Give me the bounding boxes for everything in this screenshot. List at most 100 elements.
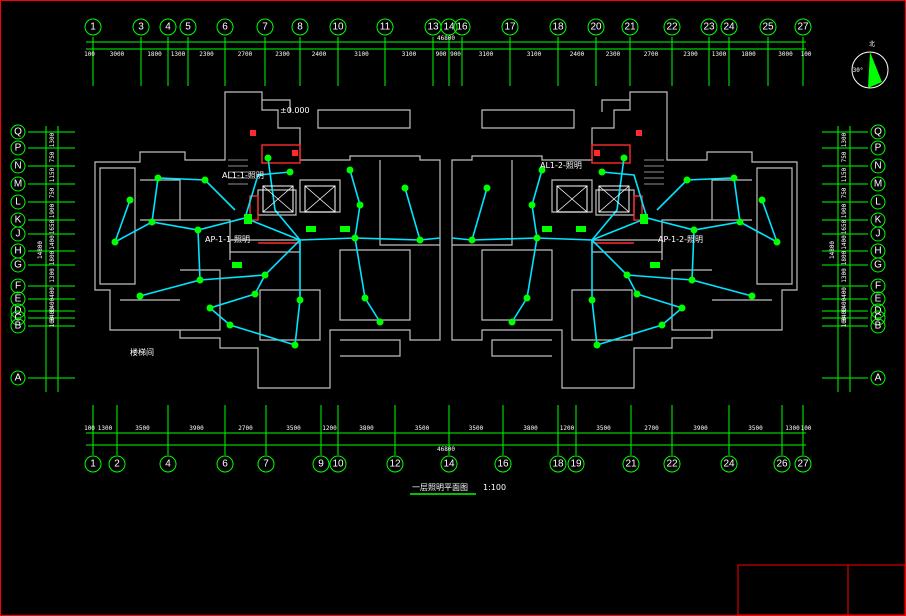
bottom-axis-label: 16 (497, 459, 509, 470)
right-axis-label: K (875, 215, 882, 226)
bottom-span-label: 1200 (560, 425, 575, 432)
total-dimension-top: 46800 (437, 35, 455, 42)
right-axis-label: G (874, 260, 882, 271)
north-angle: 30° (853, 67, 864, 74)
left-axis-label: N (14, 161, 21, 172)
top-axis-label: 10 (332, 22, 344, 33)
floor-plan-right-unit (451, 91, 798, 389)
stair-note: 楼梯间 (130, 347, 154, 357)
north-label: 北 (869, 40, 875, 48)
side-span-label: 1300 (49, 132, 56, 147)
top-span-label: 900 (450, 51, 461, 58)
bottom-dimension-line: 46800 (86, 432, 806, 453)
bottom-axis-label: 9 (318, 459, 324, 470)
right-axis-label: A (875, 373, 882, 384)
left-axis-label: P (15, 143, 22, 154)
panel-label-3: AP-1-1-照明 (205, 235, 250, 244)
bottom-axis-label: 12 (389, 459, 401, 470)
left-axis-label: J (16, 229, 21, 240)
top-axis-label: 27 (797, 22, 809, 33)
side-total-label: 14800 (829, 241, 836, 259)
top-span-label: 1800 (741, 51, 756, 58)
top-span-label: 2400 (312, 51, 327, 58)
side-span-label: 1400 (841, 235, 848, 250)
top-axis-label: 4 (165, 22, 171, 33)
side-span-label: 400 (841, 287, 848, 298)
top-span-label: 100 (801, 51, 812, 58)
right-axis-label: F (875, 281, 881, 292)
bottom-axis-label: 18 (552, 459, 564, 470)
side-span-label: 1900 (49, 203, 56, 218)
side-span-label: 750 (841, 151, 848, 162)
bottom-span-label: 2700 (238, 425, 253, 432)
bottom-span-label: 3500 (135, 425, 150, 432)
bottom-span-label: 100 (84, 425, 95, 432)
bottom-span-label: 1200 (322, 425, 337, 432)
side-span-label: 3400 (841, 307, 848, 322)
top-axis-label: 3 (138, 22, 144, 33)
level-label: ±0.000 (280, 106, 310, 115)
side-span-label: 1800 (49, 250, 56, 265)
right-axis-label: N (874, 161, 881, 172)
bottom-axis-label: 2 (114, 459, 120, 470)
right-axis-label: E (875, 294, 882, 305)
bottom-span-label: 3500 (596, 425, 611, 432)
side-span-label: 1900 (841, 203, 848, 218)
side-span-label: 1650 (49, 219, 56, 234)
side-span-label: 1150 (841, 167, 848, 182)
top-axis-label: 22 (666, 22, 678, 33)
bottom-axis-label: 10 (332, 459, 344, 470)
top-axis-label: 23 (703, 22, 715, 33)
drawing-title: 一层照明平面图 (412, 483, 468, 492)
right-axis-label: L (875, 197, 881, 208)
side-span-label: 750 (841, 187, 848, 198)
left-axis-label: E (15, 294, 22, 305)
bottom-axis-label: 21 (625, 459, 637, 470)
right-axis-label: B (875, 321, 882, 332)
bottom-span-label: 2700 (644, 425, 659, 432)
top-axis-label: 17 (504, 22, 516, 33)
left-axis-label: K (15, 215, 22, 226)
top-span-label: 3100 (527, 51, 542, 58)
top-span-label: 2300 (606, 51, 621, 58)
side-span-label: 1400 (841, 297, 848, 312)
top-axis-label: 20 (590, 22, 602, 33)
top-span-label: 1300 (712, 51, 727, 58)
left-axis-label: G (14, 260, 22, 271)
bottom-span-label: 3900 (693, 425, 708, 432)
panel-label-2: AL1-2-照明 (540, 161, 582, 170)
top-span-label: 3100 (354, 51, 369, 58)
right-axis-label: P (875, 143, 882, 154)
top-span-label: 1800 (147, 51, 162, 58)
bottom-axis-label: 1 (90, 459, 96, 470)
bottom-axis-label: 19 (570, 459, 582, 470)
top-dimension-line: 46800 (86, 35, 806, 50)
top-span-label: 1300 (171, 51, 186, 58)
left-axis-label: B (15, 321, 22, 332)
side-span-label: 1300 (841, 268, 848, 283)
bottom-span-label: 1300 (785, 425, 800, 432)
left-axis-label: F (15, 281, 21, 292)
bottom-span-label: 3800 (523, 425, 538, 432)
right-axis-label: J (876, 229, 881, 240)
left-axis-label: H (14, 246, 21, 257)
bottom-axis-label: 7 (263, 459, 269, 470)
left-axis-label: A (15, 373, 22, 384)
side-span-label: 1150 (49, 167, 56, 182)
top-span-label: 2300 (275, 51, 290, 58)
side-span-label: 3400 (49, 307, 56, 322)
side-span-label: 1650 (841, 219, 848, 234)
side-span-label: 750 (49, 187, 56, 198)
north-arrow: 北 30° (851, 40, 889, 89)
left-axis-label: C (14, 313, 21, 324)
top-axis-label: 25 (762, 22, 774, 33)
bottom-axis-label: 14 (443, 459, 455, 470)
bottom-axis-label: 22 (666, 459, 678, 470)
top-axis-label: 13 (427, 22, 439, 33)
top-axis-label: 1 (90, 22, 96, 33)
top-axis-label: 21 (624, 22, 636, 33)
total-dimension-bottom: 46800 (437, 446, 455, 453)
